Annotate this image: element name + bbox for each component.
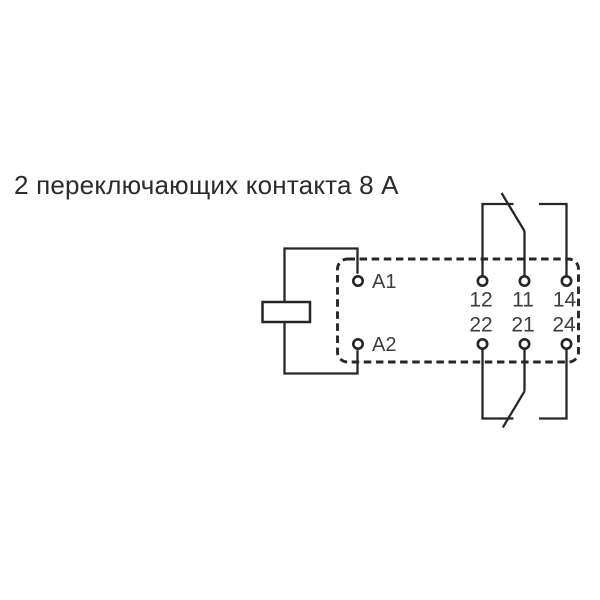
relay-coil-symbol (261, 300, 312, 324)
no-contact-line-top (539, 202, 568, 277)
label-22: 22 (469, 314, 492, 337)
coil-circuit (261, 247, 359, 375)
terminal-circle-a2 (351, 337, 364, 350)
terminal-circle-14 (560, 274, 573, 287)
terminal-circle-a1 (351, 274, 364, 287)
label-a1: A1 (372, 271, 396, 293)
switch-blade-top (500, 192, 526, 232)
label-24: 24 (552, 314, 576, 337)
terminal-circle-24 (560, 337, 573, 350)
switch-blade-bottom (501, 390, 526, 429)
terminal-labels: A1 A2 12 11 14 22 21 24 (372, 271, 576, 356)
diagram-title: 2 переключающих контакта 8 А (14, 170, 399, 200)
terminal-circle-22 (476, 337, 489, 350)
changeover-contact-bottom (481, 348, 568, 429)
terminal-circles (351, 274, 573, 350)
nc-contact-line-bottom (481, 348, 514, 420)
changeover-contact-top (481, 192, 568, 277)
label-12: 12 (469, 289, 492, 312)
label-11: 11 (512, 289, 534, 312)
coil-wire-bottom (283, 322, 359, 375)
terminal-circle-21 (518, 337, 531, 350)
nc-contact-line-top (481, 202, 514, 277)
relay-body-dashed-outline (336, 257, 580, 364)
no-contact-line-bottom (539, 348, 568, 420)
label-14: 14 (553, 289, 577, 312)
label-a2: A2 (372, 334, 396, 356)
coil-wire-top (283, 247, 359, 302)
terminal-circle-12 (476, 274, 489, 287)
label-21: 21 (511, 314, 534, 337)
terminal-circle-11 (518, 274, 531, 287)
